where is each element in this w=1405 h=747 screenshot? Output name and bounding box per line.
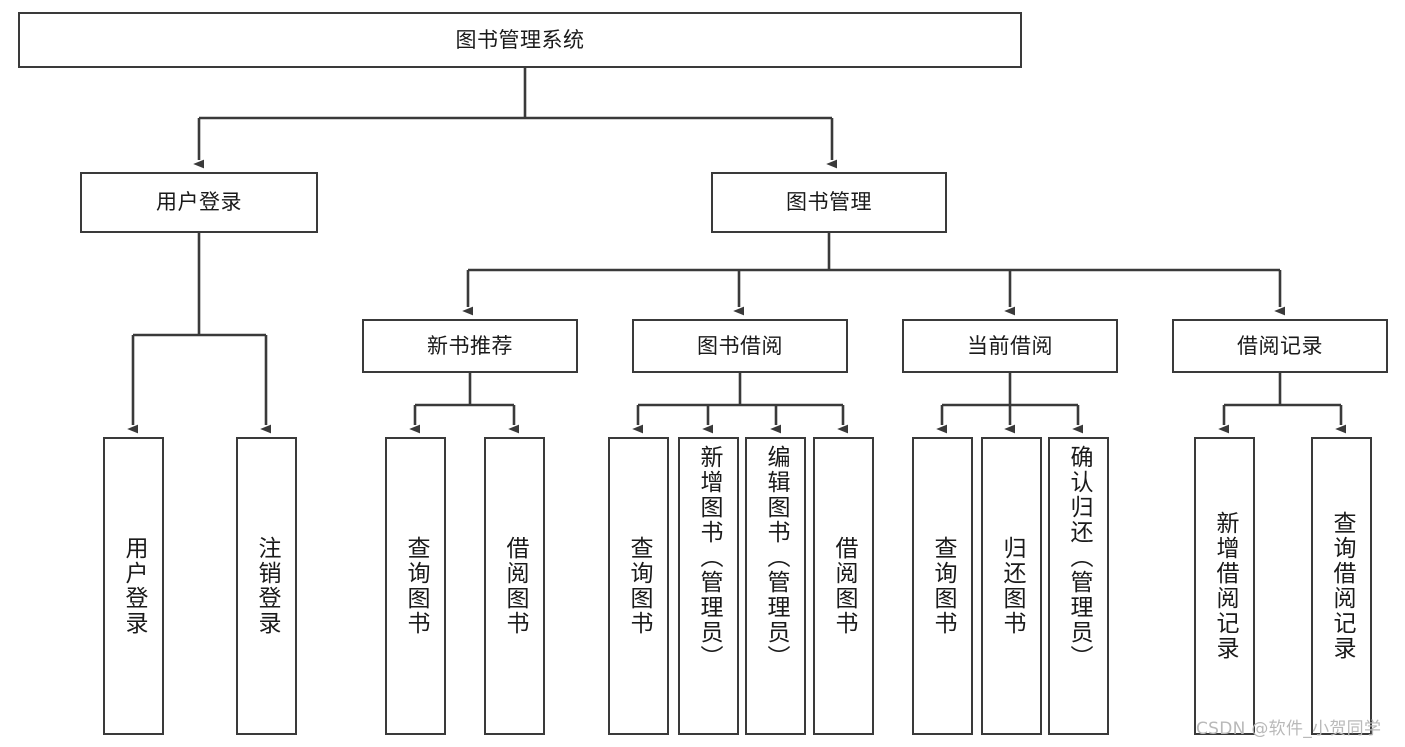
node-label: 借阅图书 — [502, 536, 528, 636]
node-label: 用户登录 — [121, 536, 147, 636]
leaf-logout[interactable]: 注销登录 — [236, 437, 297, 735]
node-current-borrow[interactable]: 当前借阅 — [902, 319, 1118, 373]
leaf-add-book-admin[interactable]: 新增图书（管理员） — [678, 437, 739, 735]
node-book-borrow[interactable]: 图书借阅 — [632, 319, 848, 373]
node-label: 注销登录 — [254, 536, 280, 636]
node-label: 确认归还（管理员） — [1066, 445, 1092, 670]
leaf-edit-book-admin[interactable]: 编辑图书（管理员） — [745, 437, 806, 735]
csdn-watermark: CSDN @软件_小贺同学 — [1196, 719, 1382, 739]
node-label: 图书管理 — [786, 190, 872, 215]
node-root-system[interactable]: 图书管理系统 — [18, 12, 1022, 68]
leaf-query-book-recommend[interactable]: 查询图书 — [385, 437, 446, 735]
node-label: 借阅图书 — [831, 536, 857, 636]
node-user-login[interactable]: 用户登录 — [80, 172, 318, 233]
node-book-management[interactable]: 图书管理 — [711, 172, 947, 233]
leaf-query-borrow-record[interactable]: 查询借阅记录 — [1311, 437, 1372, 735]
leaf-query-book-borrow[interactable]: 查询图书 — [608, 437, 669, 735]
node-label: 归还图书 — [999, 536, 1025, 636]
node-borrow-record[interactable]: 借阅记录 — [1172, 319, 1388, 373]
leaf-borrow-book[interactable]: 借阅图书 — [813, 437, 874, 735]
node-label: 借阅记录 — [1237, 333, 1323, 358]
leaf-confirm-return-admin[interactable]: 确认归还（管理员） — [1048, 437, 1109, 735]
node-label: 用户登录 — [156, 190, 242, 215]
node-label: 新书推荐 — [427, 333, 513, 358]
node-label: 当前借阅 — [967, 333, 1053, 358]
leaf-borrow-book-recommend[interactable]: 借阅图书 — [484, 437, 545, 735]
node-label: 新增借阅记录 — [1212, 511, 1238, 661]
leaf-add-borrow-record[interactable]: 新增借阅记录 — [1194, 437, 1255, 735]
node-label: 查询图书 — [403, 536, 429, 636]
node-label: 编辑图书（管理员） — [763, 445, 789, 670]
node-label: 查询图书 — [930, 536, 956, 636]
node-label: 图书管理系统 — [455, 27, 585, 52]
node-label: 查询借阅记录 — [1329, 511, 1355, 661]
leaf-user-login[interactable]: 用户登录 — [103, 437, 164, 735]
leaf-return-book[interactable]: 归还图书 — [981, 437, 1042, 735]
node-new-book-recommend[interactable]: 新书推荐 — [362, 319, 578, 373]
node-label: 图书借阅 — [697, 333, 783, 358]
node-label: 查询图书 — [626, 536, 652, 636]
leaf-query-book-current[interactable]: 查询图书 — [912, 437, 973, 735]
node-label: 新增图书（管理员） — [696, 445, 722, 670]
